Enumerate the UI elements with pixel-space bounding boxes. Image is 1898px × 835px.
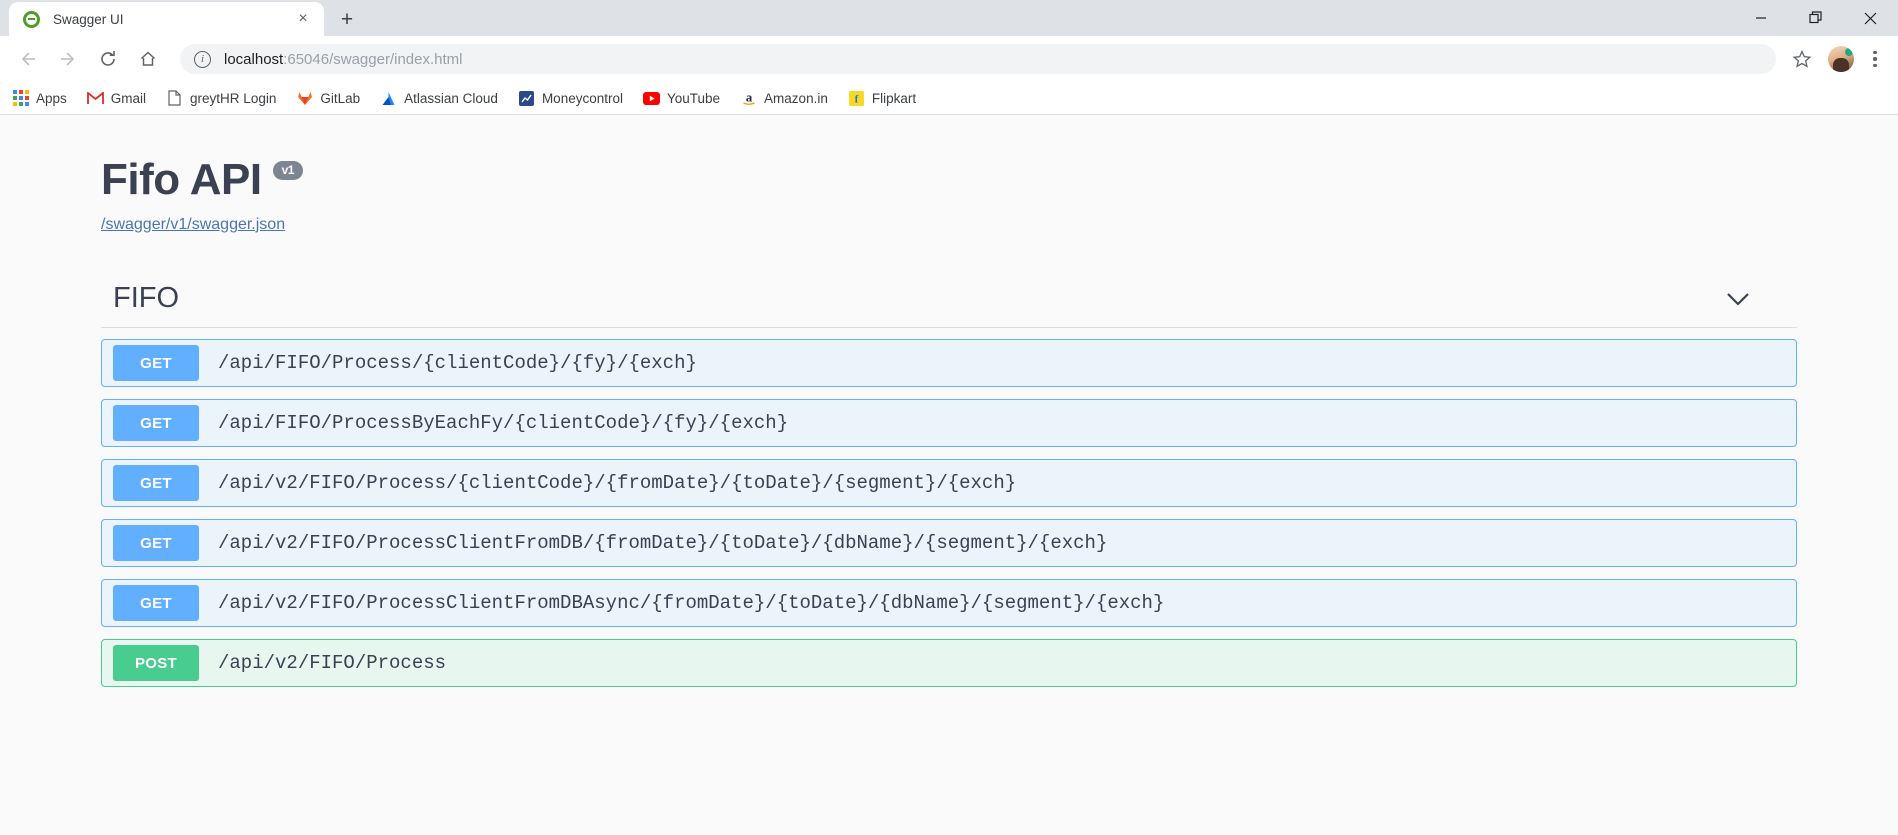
- page-title: Fifo API v1: [101, 155, 1797, 205]
- tab-swagger-ui[interactable]: Swagger UI ×: [9, 2, 324, 36]
- apps-grid-icon: [12, 90, 29, 107]
- profile-avatar[interactable]: [1828, 46, 1854, 72]
- operations-list: GET /api/FIFO/Process/{clientCode}/{fy}/…: [101, 328, 1797, 687]
- flipkart-icon: f: [848, 90, 865, 107]
- operation-path: /api/v2/FIFO/Process: [218, 652, 447, 674]
- operation-row[interactable]: GET /api/v2/FIFO/Process/{clientCode}/{f…: [101, 459, 1797, 507]
- url-text: localhost:65046/swagger/index.html: [224, 51, 462, 68]
- operation-row[interactable]: POST /api/v2/FIFO/Process: [101, 639, 1797, 687]
- svg-text:f: f: [855, 93, 859, 105]
- bookmark-flipkart[interactable]: f Flipkart: [848, 90, 916, 107]
- home-icon[interactable]: [130, 41, 166, 77]
- moneycontrol-icon: [518, 90, 535, 107]
- bookmark-label: greytHR Login: [190, 90, 277, 106]
- operation-row[interactable]: GET /api/FIFO/Process/{clientCode}/{fy}/…: [101, 339, 1797, 387]
- gmail-icon: [86, 90, 104, 107]
- document-icon: [166, 90, 183, 107]
- url-host: localhost: [224, 50, 284, 68]
- swagger-json-link[interactable]: /swagger/v1/swagger.json: [101, 216, 286, 233]
- bookmark-label: YouTube: [666, 90, 721, 106]
- url-path: :65046/swagger/index.html: [283, 50, 463, 68]
- api-title-text: Fifo API: [101, 155, 262, 204]
- bookmark-amazon[interactable]: a Amazon.in: [740, 90, 828, 107]
- operation-path: /api/v2/FIFO/ProcessClientFromDB/{fromDa…: [218, 532, 1108, 554]
- tag-section-fifo: FIFO GET /api/FIFO/Process/{clientCode}/…: [101, 282, 1797, 687]
- operation-path: /api/v2/FIFO/ProcessClientFromDBAsync/{f…: [218, 592, 1165, 614]
- forward-icon[interactable]: [50, 41, 86, 77]
- minimize-icon[interactable]: [1733, 0, 1788, 36]
- address-bar[interactable]: i localhost:65046/swagger/index.html: [180, 44, 1776, 74]
- bookmark-atlassian-cloud[interactable]: Atlassian Cloud: [380, 90, 498, 107]
- bookmark-label: Apps: [36, 90, 67, 106]
- chrome-menu-icon[interactable]: [1862, 41, 1888, 77]
- bookmarks-bar: Apps Gmail greytHR Login GitLab: [0, 82, 1898, 115]
- window-controls: [1733, 0, 1898, 36]
- operation-row[interactable]: GET /api/FIFO/ProcessByEachFy/{clientCod…: [101, 399, 1797, 447]
- bookmark-gmail[interactable]: Gmail: [86, 90, 147, 107]
- reload-icon[interactable]: [90, 41, 126, 77]
- amazon-icon: a: [740, 90, 757, 107]
- http-method-badge: GET: [113, 405, 199, 441]
- http-method-badge: GET: [113, 525, 199, 561]
- bookmark-label: Flipkart: [871, 90, 917, 106]
- swagger-ui-page: Fifo API v1 /swagger/v1/swagger.json FIF…: [0, 115, 1898, 835]
- bookmark-apps[interactable]: Apps: [12, 90, 67, 107]
- operation-path: /api/FIFO/Process/{clientCode}/{fy}/{exc…: [218, 352, 697, 374]
- bookmark-label: Atlassian Cloud: [404, 90, 498, 106]
- bookmark-youtube[interactable]: YouTube: [642, 90, 721, 107]
- atlassian-icon: [380, 90, 397, 107]
- new-tab-button[interactable]: +: [340, 7, 354, 31]
- back-icon[interactable]: [10, 41, 46, 77]
- tag-header[interactable]: FIFO: [101, 282, 1797, 328]
- restore-icon[interactable]: [1788, 0, 1843, 36]
- youtube-icon: [642, 90, 660, 107]
- api-info-block: Fifo API v1 /swagger/v1/swagger.json: [101, 115, 1797, 234]
- gitlab-icon: [296, 90, 313, 107]
- bookmark-gitlab[interactable]: GitLab: [296, 90, 360, 107]
- bookmark-label: GitLab: [320, 90, 361, 106]
- browser-toolbar: i localhost:65046/swagger/index.html: [0, 36, 1898, 82]
- operation-path: /api/v2/FIFO/Process/{clientCode}/{fromD…: [218, 472, 1017, 494]
- tag-name: FIFO: [113, 282, 180, 314]
- swagger-favicon: [23, 10, 40, 28]
- close-window-icon[interactable]: [1843, 0, 1898, 36]
- tab-title: Swagger UI: [53, 11, 124, 27]
- bookmark-label: Gmail: [110, 90, 147, 106]
- site-info-icon[interactable]: i: [194, 50, 211, 68]
- http-method-badge: POST: [113, 645, 199, 681]
- tab-strip: Swagger UI × +: [0, 0, 1898, 36]
- close-tab-icon[interactable]: ×: [298, 10, 308, 27]
- operation-row[interactable]: GET /api/v2/FIFO/ProcessClientFromDBAsyn…: [101, 579, 1797, 627]
- http-method-badge: GET: [113, 465, 199, 501]
- svg-text:a: a: [745, 90, 752, 105]
- bookmark-star-icon[interactable]: [1784, 41, 1820, 77]
- bookmark-greythr-login[interactable]: greytHR Login: [166, 90, 276, 107]
- http-method-badge: GET: [113, 345, 199, 381]
- api-version-badge: v1: [272, 161, 303, 181]
- http-method-badge: GET: [113, 585, 199, 621]
- operation-path: /api/FIFO/ProcessByEachFy/{clientCode}/{…: [218, 412, 789, 434]
- bookmark-label: Moneycontrol: [541, 90, 623, 106]
- chevron-down-icon[interactable]: [1725, 286, 1751, 312]
- bookmark-label: Amazon.in: [764, 90, 828, 106]
- bookmark-moneycontrol[interactable]: Moneycontrol: [518, 90, 623, 107]
- operation-row[interactable]: GET /api/v2/FIFO/ProcessClientFromDB/{fr…: [101, 519, 1797, 567]
